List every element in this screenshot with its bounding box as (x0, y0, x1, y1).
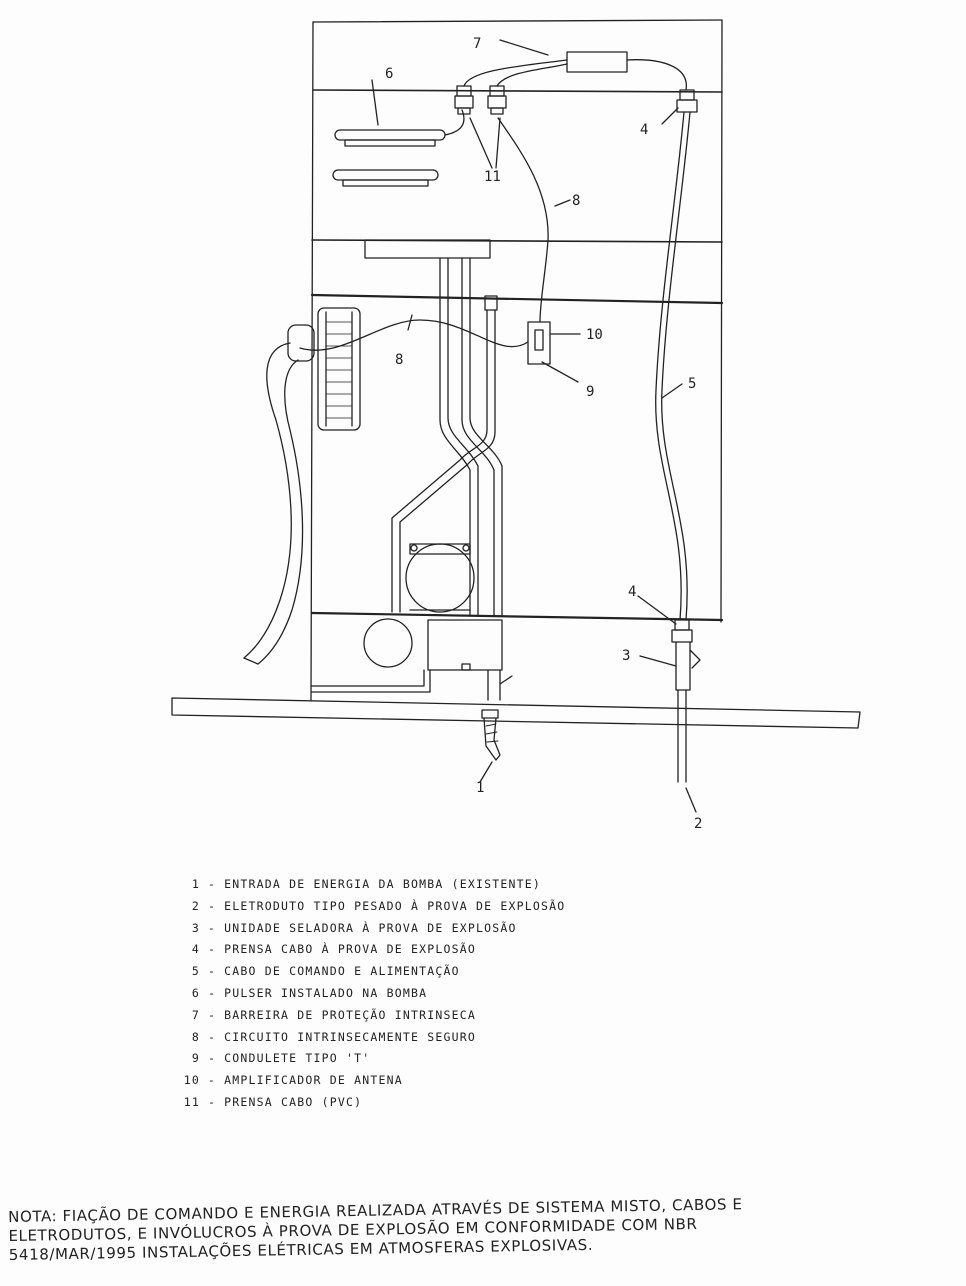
legend-number: 4 (191, 942, 200, 957)
legend-item: 2-ELETRODUTO TIPO PESADO À PROVA DE EXPL… (178, 896, 565, 918)
heavy-conduit (677, 689, 697, 813)
antenna-unit (287, 307, 361, 431)
legend-text: PULSER INSTALADO NA BOMBA (224, 985, 428, 1000)
legend-number: 7 (191, 1007, 200, 1022)
legend-text: ELETRODUTO TIPO PESADO À PROVA DE EXPLOS… (224, 898, 566, 913)
legend: 1-ENTRADA DE ENERGIA DA BOMBA (EXISTENTE… (178, 874, 565, 1114)
legend-text: PRENSA CABO (PVC) (224, 1094, 363, 1109)
pump-motor-junction (311, 618, 503, 693)
callout-10: 10 (586, 327, 603, 343)
pump-power-entry (479, 669, 513, 783)
callout-7: 7 (473, 36, 481, 52)
callout-1: 1 (476, 780, 484, 796)
callout-11: 11 (484, 169, 501, 185)
lower-gland-and-sealing-unit (637, 595, 701, 691)
callout-9: 9 (586, 384, 594, 400)
explosion-proof-gland-upper (661, 89, 698, 125)
legend-item: 3-UNIDADE SELADORA À PROVA DE EXPLOSÃO (178, 918, 565, 940)
legend-text: UNIDADE SELADORA À PROVA DE EXPLOSÃO (224, 920, 517, 935)
legend-text: AMPLIFICADOR DE ANTENA (224, 1073, 403, 1088)
legend-item: 6-PULSER INSTALADO NA BOMBA (178, 983, 565, 1005)
intrinsically-safe-circuit-upper (497, 117, 571, 323)
legend-number: 2 (191, 898, 200, 913)
legend-item: 8-CIRCUITO INTRINSECAMENTE SEGURO (178, 1027, 565, 1049)
callout-4-lower: 4 (628, 584, 636, 600)
callout-4-upper: 4 (640, 122, 648, 138)
pvc-cable-glands (454, 85, 507, 169)
legend-number: 1 (191, 877, 200, 891)
callout-2: 2 (694, 816, 702, 832)
legend-item: 11-PRENSA CABO (PVC) (178, 1092, 565, 1114)
pulser (332, 79, 465, 187)
installation-note: NOTA: FIAÇÃO DE COMANDO E ENERGIA REALIZ… (8, 1191, 959, 1265)
legend-number: 11 (183, 1094, 200, 1109)
legend-item: 1-ENTRADA DE ENERGIA DA BOMBA (EXISTENTE… (178, 874, 565, 896)
legend-number: 9 (191, 1051, 200, 1066)
callout-5: 5 (688, 376, 696, 392)
legend-number: 6 (191, 985, 200, 1000)
pump-cabinet (310, 19, 724, 701)
ground-slab (171, 697, 861, 729)
installation-drawing: 1 2 3 4 4 5 6 7 8 8 9 10 11 (171, 19, 861, 832)
intrinsically-safe-circuit-lower (299, 314, 529, 351)
legend-text: ENTRADA DE ENERGIA DA BOMBA (EXISTENTE) (224, 877, 541, 891)
legend-text: PRENSA CABO À PROVA DE EXPLOSÃO (224, 942, 476, 957)
legend-item: 4-PRENSA CABO À PROVA DE EXPLOSÃO (178, 939, 565, 961)
legend-item: 5-CABO DE COMANDO E ALIMENTAÇÃO (178, 961, 565, 983)
command-power-cable (655, 111, 691, 621)
legend-number: 3 (191, 920, 200, 935)
legend-text: BARREIRA DE PROTEÇÃO INTRINSECA (224, 1007, 476, 1022)
callout-6: 6 (385, 66, 393, 82)
legend-number: 10 (183, 1073, 200, 1088)
callout-8-upper: 8 (572, 193, 580, 209)
callout-8-lower: 8 (395, 352, 403, 368)
legend-item: 9-CONDULETE TIPO 'T' (178, 1048, 565, 1070)
legend-number: 5 (191, 964, 200, 979)
internal-conduits (391, 257, 503, 616)
legend-number: 8 (191, 1029, 200, 1044)
legend-text: CIRCUITO INTRINSECAMENTE SEGURO (224, 1029, 476, 1044)
callout-3: 3 (622, 648, 630, 664)
intrinsic-safety-barrier (463, 39, 687, 91)
nozzle-hose (243, 342, 304, 665)
legend-item: 10-AMPLIFICADOR DE ANTENA (178, 1070, 565, 1092)
t-conduit-with-antenna-amplifier (527, 321, 581, 383)
legend-text: CONDULETE TIPO 'T' (224, 1051, 371, 1066)
motor (405, 543, 475, 613)
legend-item: 7-BARREIRA DE PROTEÇÃO INTRINSECA (178, 1005, 565, 1027)
legend-text: CABO DE COMANDO E ALIMENTAÇÃO (224, 964, 460, 979)
